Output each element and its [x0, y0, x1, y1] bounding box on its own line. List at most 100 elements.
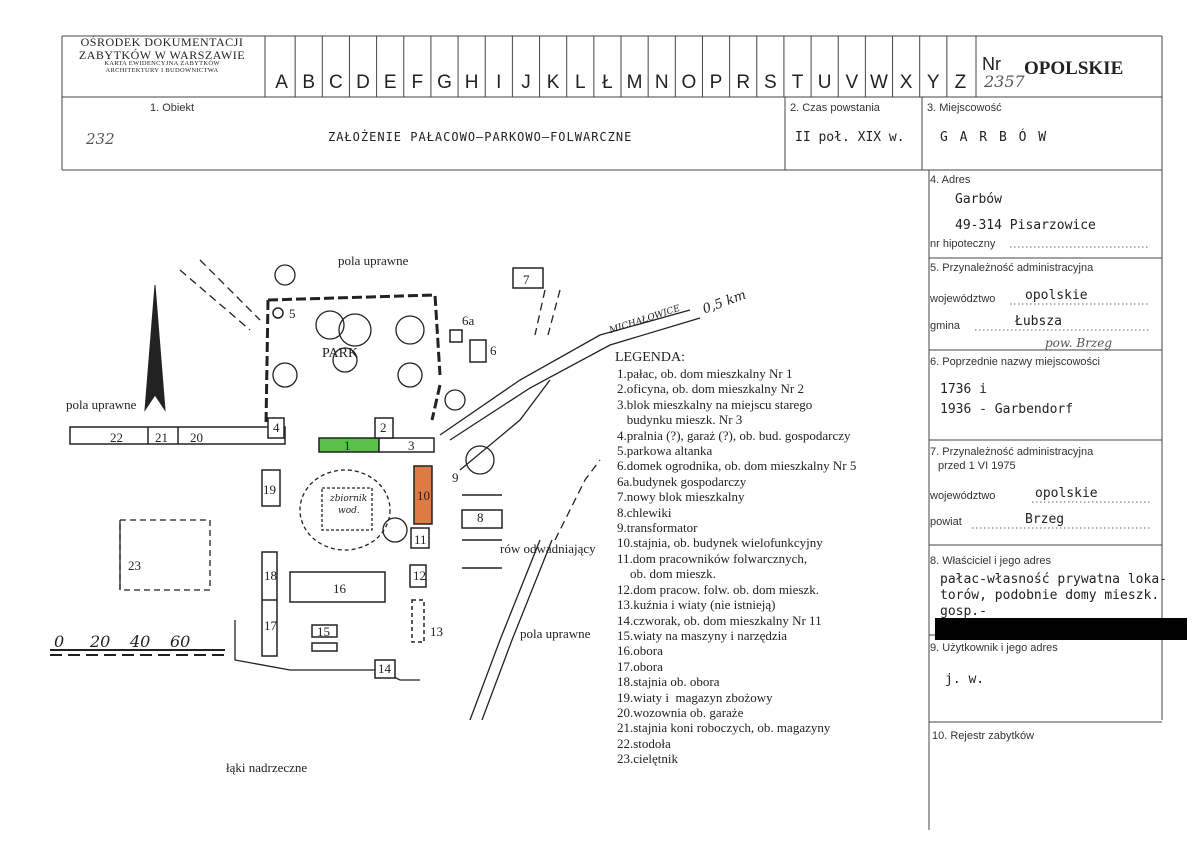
wojewodztwo2-value: opolskie: [1035, 486, 1098, 501]
adres-line2: 49-314 Pisarzowice: [955, 218, 1096, 233]
svg-text:14: 14: [378, 661, 392, 676]
alphabet-letter: O: [681, 72, 697, 93]
legend-item: 10.stajnia, ob. budynek wielofunkcyjny: [617, 535, 823, 551]
scale-40: 40: [130, 632, 151, 651]
wojewodztwo-label: województwo: [930, 293, 996, 305]
svg-text:6: 6: [490, 343, 497, 358]
alphabet-letter: A: [275, 72, 288, 93]
wlasciciel-label: 8. Właściciel i jego adres: [930, 555, 1052, 567]
legend-item: 3.blok mieszkalny na miejscu starego: [617, 396, 813, 412]
legend-item: 6a.budynek gospodarczy: [617, 473, 747, 489]
adres-line1: Garbów: [955, 192, 1002, 207]
legend-item: 16.obora: [617, 643, 663, 659]
legend-item: 2.oficyna, ob. dom mieszkalny Nr 2: [617, 381, 805, 397]
wojewodztwo-value: opolskie: [1025, 288, 1088, 303]
poprzednie-label: 6. Poprzednie nazwy miejscowości: [930, 356, 1100, 368]
gazebo-5: [272, 307, 284, 319]
svg-text:22: 22: [110, 430, 123, 445]
legend-item: 17.obora: [617, 658, 663, 674]
przed-label: 7. Przynależność administracyjna: [930, 446, 1094, 458]
building-3: [378, 437, 435, 453]
alphabet-letter: M: [626, 72, 643, 93]
poprzednie-line2: 1936 - Garbendorf: [940, 402, 1074, 417]
legend-item: 8.chlewiki: [617, 504, 672, 520]
obiekt-value: ZAŁOŻENIE PAŁACOWO–PARKOWO–FOLWARCZNE: [328, 130, 633, 144]
svg-text:13: 13: [430, 624, 443, 639]
scale-60: 60: [170, 632, 191, 651]
institution-line1: OŚRODEK DOKUMENTACJI: [80, 35, 244, 49]
legend-item: 5.parkowa altanka: [617, 443, 713, 459]
obiekt-number: 232: [86, 130, 115, 148]
alphabet-letter: D: [356, 72, 370, 93]
alphabet-letter: I: [496, 72, 502, 93]
nr-value: 2357: [984, 72, 1025, 91]
scale-bar: [50, 649, 225, 656]
alphabet-letter: Y: [926, 72, 940, 93]
alphabet-letter: S: [763, 72, 777, 93]
legend-item: 1.pałac, ob. dom mieszkalny Nr 1: [617, 366, 793, 381]
label-zbiornik-1: zbiornik: [330, 494, 368, 504]
czas-label: 2. Czas powstania: [790, 102, 880, 114]
alphabet-letter: F: [411, 72, 424, 93]
label-zbiornik-2: wod.: [338, 506, 360, 516]
svg-text:6a: 6a: [462, 313, 475, 328]
alphabet-letter: E: [383, 72, 397, 93]
gmina-label: gmina: [930, 320, 960, 332]
legend-item: 15.wiaty na maszyny i narzędzia: [617, 627, 788, 643]
svg-text:20: 20: [190, 430, 203, 445]
svg-text:16: 16: [333, 581, 347, 596]
legend-item: 23.cielętnik: [617, 751, 679, 767]
wojewodztwo2-label: województwo: [930, 490, 996, 502]
institution-line2: ZABYTKÓW W WARSZAWIE: [78, 47, 246, 62]
legend-item: budynku mieszk. Nr 3: [617, 412, 743, 428]
svg-text:18: 18: [264, 568, 277, 583]
redaction-bar: [935, 618, 1187, 640]
legend-item: 4.pralnia (?), garaż (?), ob. bud. gospo…: [617, 427, 851, 443]
legend-item: 14.czworak, ob. dom mieszkalny Nr 11: [617, 612, 822, 628]
svg-text:7: 7: [523, 272, 530, 287]
miejscowosc-value: G A R B Ó W: [940, 130, 1049, 145]
alphabet-letter: J: [521, 72, 531, 93]
alphabet-letter: T: [791, 72, 804, 93]
alphabet-letter: Ł: [602, 72, 613, 93]
label-pola-right: pola uprawne: [520, 626, 591, 641]
legend-item: 9.transformator: [617, 520, 698, 536]
alphabet-letter: L: [574, 72, 586, 93]
scale-20: 20: [90, 632, 111, 651]
svg-text:4: 4: [273, 420, 280, 435]
building-6: [469, 339, 487, 363]
svg-text:12: 12: [413, 568, 426, 583]
svg-text:19: 19: [263, 482, 276, 497]
legend-item: 13.kuźnia i wiaty (nie istnieją): [617, 597, 776, 613]
building-16: [289, 571, 386, 603]
svg-text:8: 8: [477, 510, 484, 525]
label-park: PARK: [322, 346, 359, 361]
alphabet-letter: G: [437, 72, 452, 93]
institution-line4: ARCHITEKTURY I BUDOWNICTWA: [105, 67, 219, 74]
building-2: [374, 417, 394, 439]
alphabet-letter: H: [464, 72, 479, 93]
legend-title: LEGENDA:: [615, 350, 685, 365]
przynaleznosc-label: 5. Przynależność administracyjna: [930, 262, 1094, 274]
obiekt-label: 1. Obiekt: [150, 102, 195, 114]
miejscowosc-label: 3. Miejscowość: [927, 102, 1002, 114]
legend-item: 19.wiaty i magazyn zbożowy: [617, 689, 773, 705]
building-17-18: [261, 551, 278, 657]
svg-text:23: 23: [128, 558, 141, 573]
building-11: [410, 527, 430, 549]
pow-handwritten: pow. Brzeg: [1045, 336, 1113, 350]
przed-label2: przed 1 VI 1975: [938, 460, 1016, 472]
alphabet-letter: R: [736, 72, 751, 93]
svg-text:21: 21: [155, 430, 168, 445]
alphabet-letter: X: [899, 72, 913, 93]
powiat-label: powiat: [930, 516, 962, 528]
svg-text:10: 10: [417, 488, 430, 503]
svg-text:17: 17: [264, 618, 278, 633]
building-19: [261, 469, 281, 507]
label-laki: łąki nadrzeczne: [226, 760, 308, 775]
czas-value: II poł. XIX w.: [795, 130, 905, 145]
alphabet-letter: W: [869, 72, 888, 93]
legend-item: 7.nowy blok mieszkalny: [617, 489, 745, 505]
